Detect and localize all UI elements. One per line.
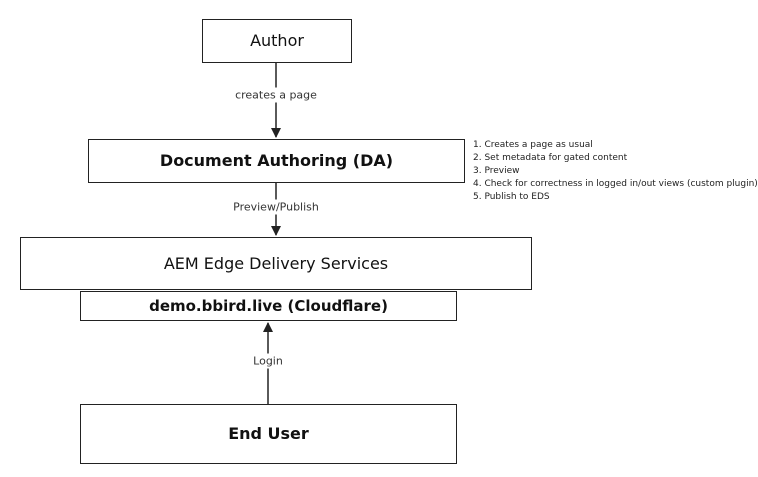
node-aem-eds: AEM Edge Delivery Services [20, 237, 532, 290]
steps-note-item: 1. Creates a page as usual [473, 140, 593, 150]
edge-label-creates-page: creates a page [233, 87, 319, 103]
node-aem-eds-label: AEM Edge Delivery Services [163, 253, 389, 273]
node-end-user: End User [80, 404, 457, 464]
node-document-authoring: Document Authoring (DA) [88, 139, 465, 183]
node-demo-site-label: demo.bbird.live (Cloudflare) [149, 297, 388, 315]
edge-label-preview-publish: Preview/Publish [231, 199, 321, 215]
edge-label-login: Login [251, 353, 285, 369]
node-demo-site: demo.bbird.live (Cloudflare) [80, 291, 457, 321]
steps-note-item: 5. Publish to EDS [473, 192, 550, 202]
node-author: Author [202, 19, 352, 63]
node-document-authoring-label: Document Authoring (DA) [159, 151, 394, 171]
steps-note-item: 3. Preview [473, 166, 520, 176]
steps-note-item: 2. Set metadata for gated content [473, 153, 628, 163]
node-author-label: Author [250, 31, 304, 51]
steps-note: 1. Creates a page as usual 2. Set metada… [473, 139, 758, 204]
node-end-user-label: End User [228, 424, 309, 444]
steps-note-item: 4. Check for correctness in logged in/ou… [473, 179, 758, 189]
